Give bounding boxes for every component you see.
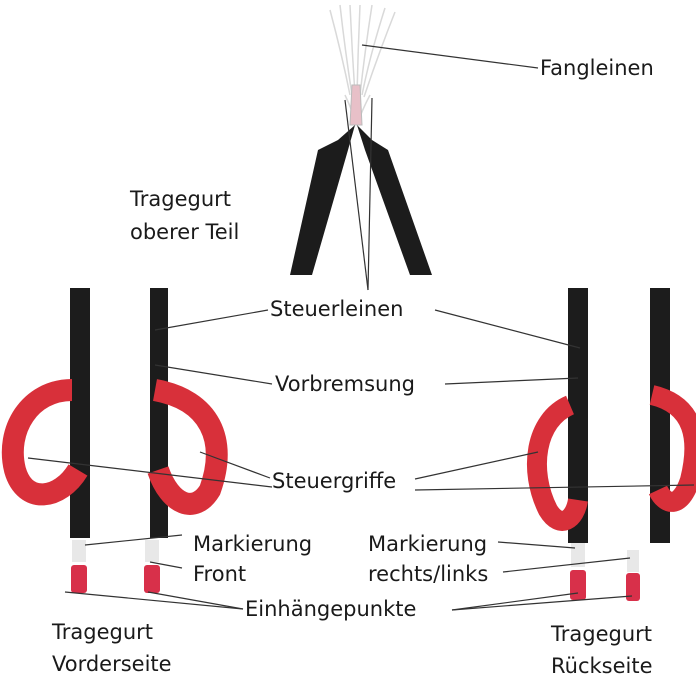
front-handle-left [13,390,78,494]
front-tip-b [144,565,160,593]
leader-steuergriffe-rear-1 [415,452,538,479]
leader-steuerleinen-rear [435,310,580,348]
label-steuergriffe: Steuergriffe [272,469,396,493]
leader-vorbremsung-front [155,365,272,384]
leader-einhaenge-1 [65,592,243,609]
caption-rueckseite-1: Tragegurt [551,622,652,646]
label-vorbremsung: Vorbremsung [275,372,415,396]
suspension-lines [330,5,395,125]
caption-vorderseite-1: Tragegurt [52,620,153,644]
line-connector [350,85,362,125]
front-riser-photo [13,288,217,593]
front-tip-a [71,565,87,593]
caption-vorderseite-2: Vorderseite [52,652,172,676]
leader-einhaenge-2 [148,592,243,609]
label-steuerleinen: Steuerleinen [270,297,403,321]
leader-markierung-rl-2 [503,558,630,572]
label-fangleinen: Fangleinen [540,56,654,80]
label-markierung-front-2: Front [193,562,246,586]
label-einhaengepunkte: Einhängepunkte [245,597,416,621]
rear-riser-photo [537,288,694,601]
label-tragegurt-oben-2: oberer Teil [130,220,239,244]
leader-markierung-rl-1 [498,542,575,548]
leader-vorbremsung-rear [445,378,578,384]
front-marker-b [145,540,159,562]
upper-riser-left-strap [290,125,355,275]
rear-tip-a [570,570,586,600]
leader-markierung-front [85,535,182,545]
caption-rueckseite-2: Rückseite [551,654,653,678]
leader-steuerleinen-front [155,310,268,330]
rear-marker-b [627,550,639,572]
leader-fangleinen [362,45,538,68]
front-marker-a [72,540,86,562]
label-markierung-rl-2: rechts/links [368,562,488,586]
label-tragegurt-oben-1: Tragegurt [130,187,231,211]
label-markierung-front-1: Markierung [193,532,312,556]
leader-steuerleinen-1 [345,100,368,290]
front-riser-a-strap [70,288,90,538]
label-markierung-rl-1: Markierung [368,532,487,556]
leader-steuerleinen-2 [368,98,372,290]
